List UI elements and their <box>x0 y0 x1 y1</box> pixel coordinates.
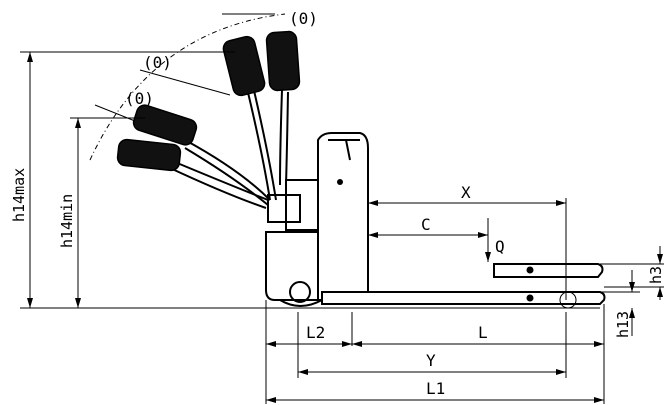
label-angle-mid: (0) <box>143 53 172 72</box>
label-Q: Q <box>495 237 505 256</box>
truck-body <box>265 132 369 307</box>
tiller-head-low <box>116 138 182 172</box>
label-X: X <box>461 183 471 202</box>
label-C: C <box>421 215 431 234</box>
label-L2: L2 <box>306 323 325 342</box>
label-L: L <box>478 323 488 342</box>
tiller-heads <box>116 30 301 172</box>
indicator-dot <box>337 179 343 185</box>
label-L1: L1 <box>426 379 445 398</box>
fork-wheel-raised <box>526 266 534 274</box>
fork-wheel-lowered <box>526 294 534 302</box>
label-h13: h13 <box>614 311 632 338</box>
label-angle-low: (0) <box>125 89 154 108</box>
tiller-arms <box>169 79 289 209</box>
label-h14max: h14max <box>10 168 28 222</box>
tiller-head-angled <box>132 104 198 146</box>
fork-raised <box>493 263 604 278</box>
forks <box>321 263 606 309</box>
tiller-head-vertical-2 <box>265 30 301 92</box>
angle-ext-line-2 <box>139 69 231 96</box>
tiller-head-vertical-1 <box>222 35 266 97</box>
label-h14min: h14min <box>58 194 76 248</box>
label-angle-top: (0) <box>289 9 318 28</box>
fork-lowered <box>321 291 606 305</box>
label-h3: h3 <box>647 266 665 284</box>
drive-wheel <box>289 281 311 303</box>
label-Y: Y <box>426 351 436 370</box>
